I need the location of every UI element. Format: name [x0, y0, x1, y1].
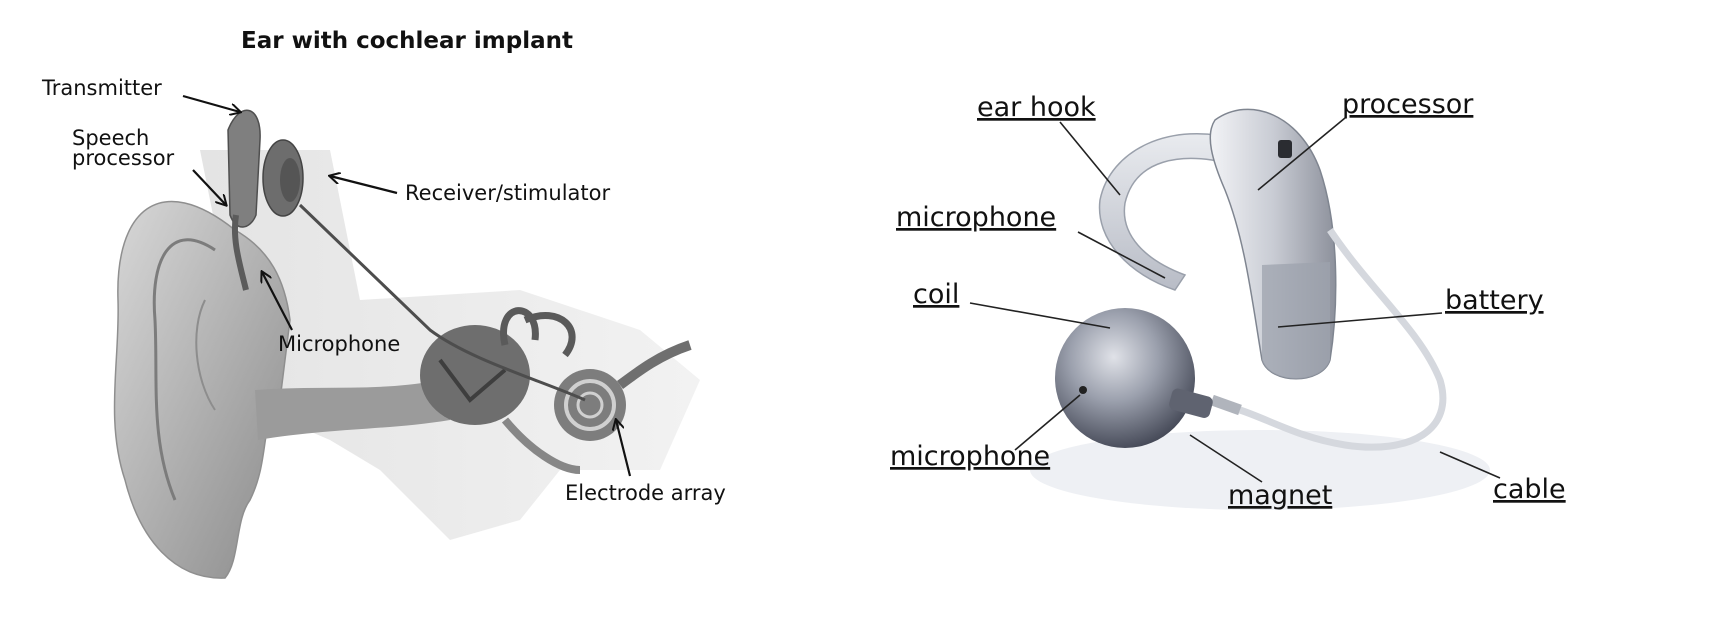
receiver-stimulator — [263, 140, 303, 216]
label-microphone-top: microphone — [896, 202, 1056, 233]
label-transmitter: Transmitter — [41, 76, 162, 100]
label-coil: coil — [913, 279, 959, 310]
coil — [1055, 308, 1195, 448]
label-speech-processor-line2: processor — [72, 146, 175, 170]
label-magnet: magnet — [1228, 480, 1332, 511]
cochlea — [554, 369, 626, 441]
diagram-title: Ear with cochlear implant — [241, 28, 573, 54]
label-processor: processor — [1342, 89, 1474, 120]
middle-ear — [420, 325, 530, 425]
label-microphone-bottom: microphone — [890, 441, 1050, 472]
label-electrode-array: Electrode array — [565, 481, 726, 505]
label-microphone-left: Microphone — [278, 332, 400, 356]
label-receiver-stimulator: Receiver/stimulator — [405, 181, 610, 205]
label-battery: battery — [1445, 285, 1544, 316]
label-ear-hook: ear hook — [977, 92, 1096, 123]
label-cable: cable — [1493, 474, 1566, 505]
